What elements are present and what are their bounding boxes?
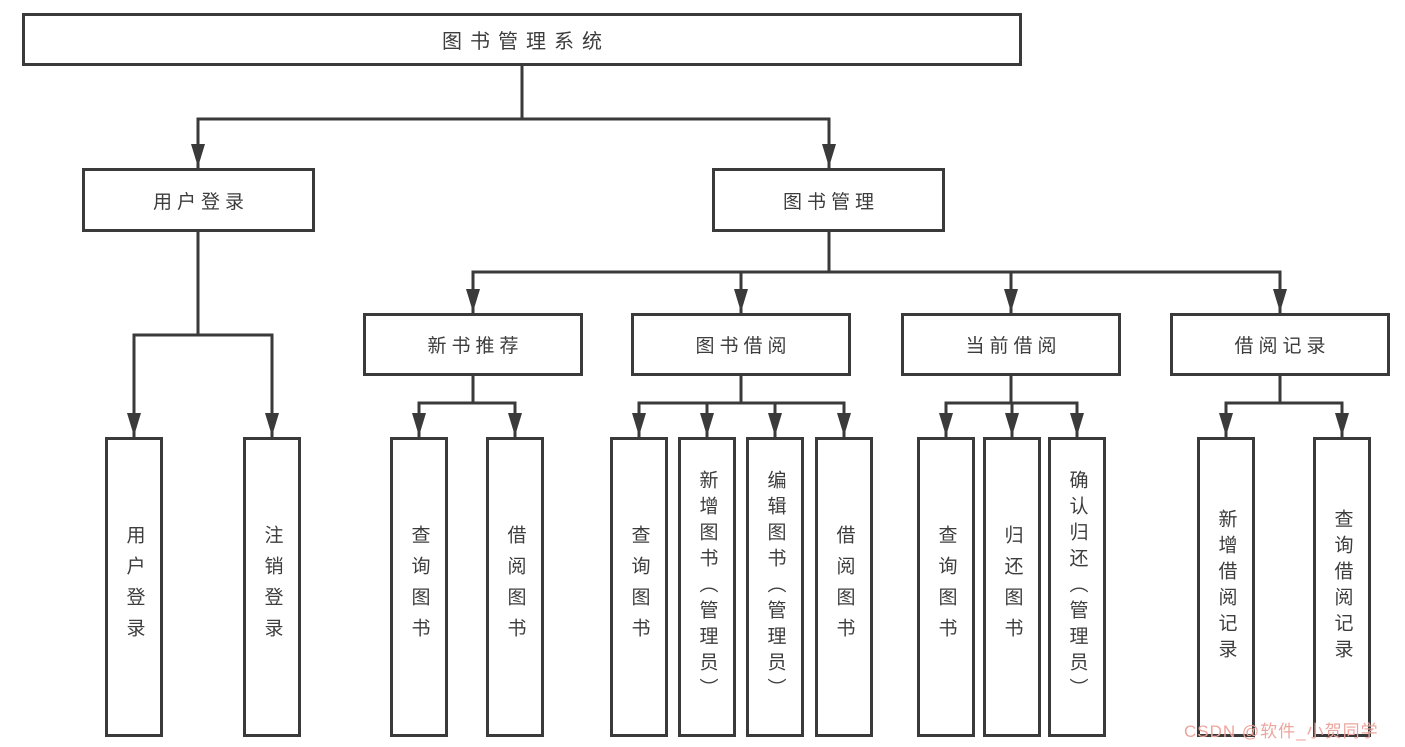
- leaf-borrow-books: 借阅图书: [815, 437, 873, 737]
- leaf-user-login-label: 用户登录: [123, 525, 145, 649]
- leaf-add-books-admin-label: 新增图书（管理员）: [696, 470, 718, 704]
- csdn-watermark: CSDN @软件_小贺同学: [1184, 722, 1379, 741]
- leaf-query-borrow-record: 查询借阅记录: [1313, 437, 1371, 737]
- leaf-recommend-borrow-books: 借阅图书: [486, 437, 544, 737]
- leaf-borrow-query-books-label: 查询图书: [628, 525, 650, 649]
- leaf-logout: 注销登录: [243, 437, 301, 737]
- leaf-add-borrow-record: 新增借阅记录: [1197, 437, 1255, 737]
- leaf-edit-books-admin: 编辑图书（管理员）: [746, 437, 804, 737]
- leaf-current-query-books: 查询图书: [917, 437, 975, 737]
- leaf-borrow-query-books: 查询图书: [610, 437, 668, 737]
- leaf-confirm-return-admin: 确认归还（管理员）: [1048, 437, 1106, 737]
- leaf-recommend-query-books-label: 查询图书: [408, 525, 430, 649]
- node-new-book-recommend: 新书推荐: [363, 313, 583, 376]
- node-current-borrow-label: 当前借阅: [965, 336, 1062, 357]
- leaf-borrow-books-label: 借阅图书: [833, 525, 855, 649]
- node-borrow-records: 借阅记录: [1170, 313, 1390, 376]
- leaf-confirm-return-admin-label: 确认归还（管理员）: [1066, 470, 1088, 704]
- node-user-login-label: 用户登录: [152, 191, 249, 213]
- leaf-current-query-books-label: 查询图书: [935, 525, 957, 649]
- node-user-login: 用户登录: [82, 168, 315, 232]
- leaf-query-borrow-record-label: 查询借阅记录: [1331, 509, 1353, 665]
- node-book-borrow-label: 图书借阅: [695, 336, 792, 357]
- leaf-return-books: 归还图书: [983, 437, 1041, 737]
- node-book-borrow: 图书借阅: [631, 313, 851, 376]
- node-root-label: 图书管理系统: [442, 31, 610, 53]
- node-new-book-recommend-label: 新书推荐: [427, 336, 524, 357]
- leaf-logout-label: 注销登录: [261, 525, 283, 649]
- leaf-edit-books-admin-label: 编辑图书（管理员）: [764, 470, 786, 704]
- leaf-add-borrow-record-label: 新增借阅记录: [1215, 509, 1237, 665]
- node-book-management: 图书管理: [712, 168, 945, 232]
- node-current-borrow: 当前借阅: [901, 313, 1121, 376]
- leaf-recommend-query-books: 查询图书: [390, 437, 448, 737]
- leaf-add-books-admin: 新增图书（管理员）: [678, 437, 736, 737]
- leaf-return-books-label: 归还图书: [1001, 525, 1023, 649]
- leaf-recommend-borrow-books-label: 借阅图书: [504, 525, 526, 649]
- node-root-system: 图书管理系统: [22, 13, 1022, 66]
- node-borrow-records-label: 借阅记录: [1234, 336, 1331, 357]
- leaf-user-login: 用户登录: [105, 437, 163, 737]
- node-book-management-label: 图书管理: [782, 191, 879, 213]
